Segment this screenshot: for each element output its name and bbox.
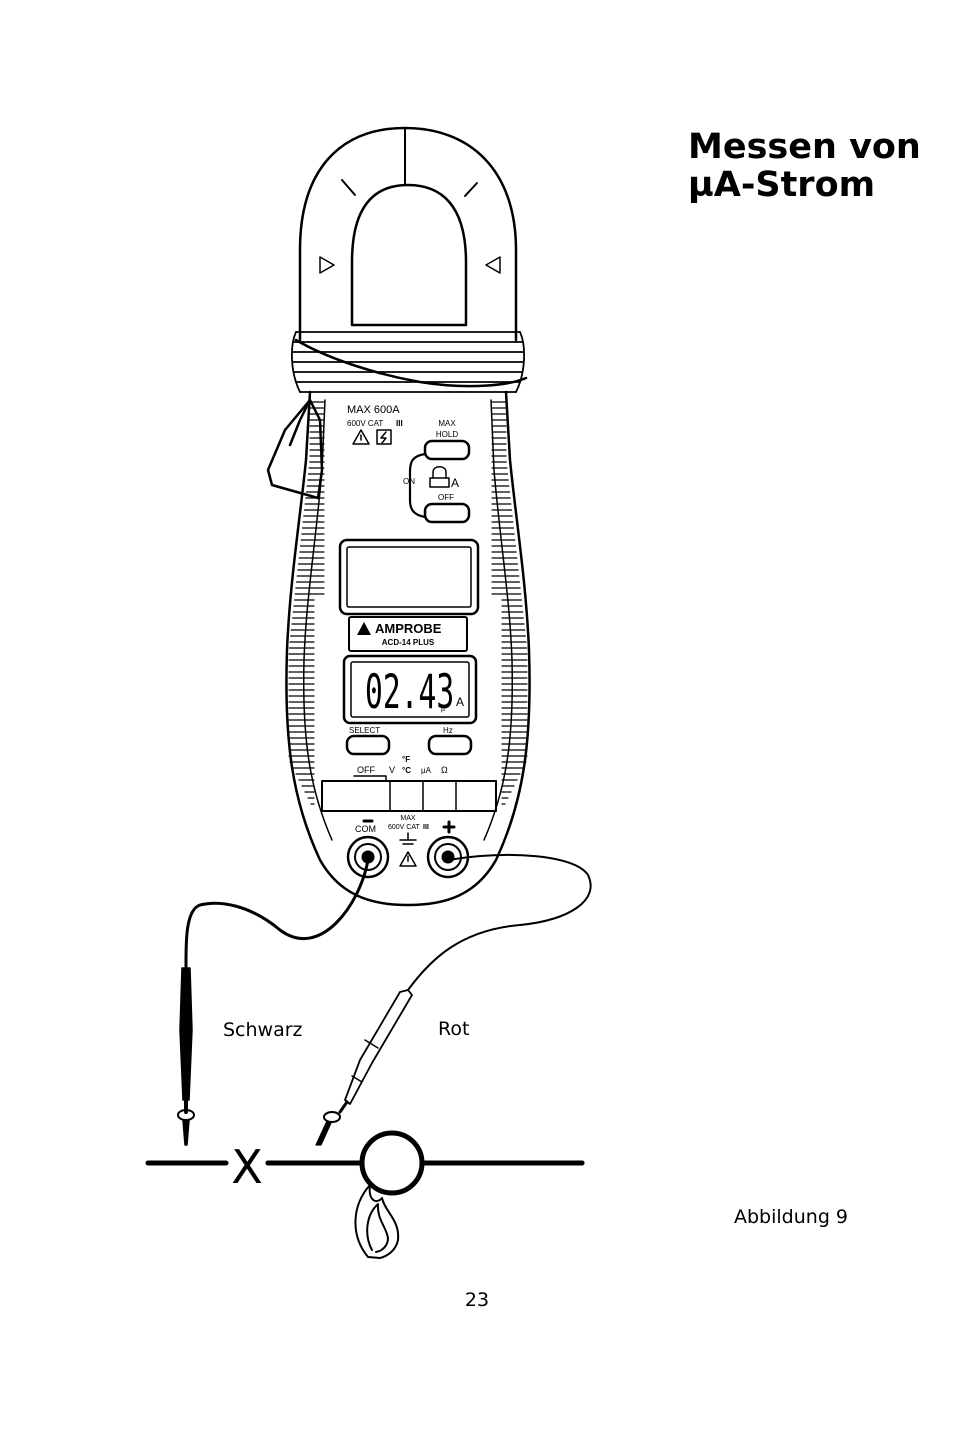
select-button[interactable] xyxy=(345,734,391,756)
black-lead-wire xyxy=(184,858,370,970)
dial-ua-label: µA xyxy=(421,766,432,775)
com-label: COM xyxy=(355,824,376,834)
title-line-2: µA-Strom xyxy=(688,165,876,205)
jack-cat-label: 600V CAT xyxy=(388,824,420,831)
brand-plate xyxy=(348,616,468,652)
red-probe-label: Rot xyxy=(438,1018,469,1040)
grip-ribs-right xyxy=(491,401,528,805)
amprobe-logo-icon xyxy=(357,622,371,635)
black-probe xyxy=(177,967,195,1146)
lock-unit-label: A xyxy=(451,476,459,490)
title-line-1: Messen von xyxy=(688,127,921,167)
max-hold-label-2: HOLD xyxy=(436,430,458,439)
lock-off-label: OFF xyxy=(438,493,454,502)
dial-ohm-label: Ω xyxy=(441,765,448,775)
red-lead-wire xyxy=(407,854,592,991)
max-hold-label-1: MAX xyxy=(438,419,456,428)
rotary-switch[interactable] xyxy=(321,780,497,812)
upper-window xyxy=(338,538,480,616)
dial-v-label: V xyxy=(389,765,395,775)
load-circle xyxy=(359,1130,425,1196)
page-title: Messen von µA-Strom xyxy=(688,128,938,204)
jaw-arrow-right-icon xyxy=(485,256,501,274)
circuit-break-mark: X xyxy=(231,1140,263,1194)
lcd-display xyxy=(342,654,478,725)
dial-off-label: OFF xyxy=(357,765,375,775)
dial-c-label: °C xyxy=(402,766,411,775)
jack-cat-level: III xyxy=(423,824,429,831)
plus-icon xyxy=(442,820,456,834)
page-number: 23 xyxy=(464,1289,490,1311)
circuit xyxy=(145,1130,585,1196)
lock-off-button[interactable] xyxy=(423,502,471,524)
red-probe xyxy=(315,989,413,1146)
lcd-reading: 02.43 xyxy=(365,665,454,720)
lock-icon xyxy=(429,466,450,488)
select-label: SELECT xyxy=(349,726,380,735)
com-jack[interactable] xyxy=(346,835,390,879)
grip-ribs-left xyxy=(288,401,325,805)
brand-name: AMPROBE xyxy=(375,621,442,636)
clamp-jaws xyxy=(298,126,518,342)
ground-icon xyxy=(399,832,417,845)
lock-on-label: ON xyxy=(403,477,415,486)
cat-rating: 600V CAT xyxy=(347,419,383,428)
warning-triangle-icon xyxy=(352,429,370,445)
model-name: ACD-14 PLUS xyxy=(382,638,435,647)
hz-label: Hz xyxy=(443,726,453,735)
max-rating: MAX 600A xyxy=(347,404,400,416)
jaw-arrow-left-icon xyxy=(319,256,335,274)
figure-caption: Abbildung 9 xyxy=(734,1206,849,1228)
lcd-unit: A xyxy=(456,695,464,709)
cat-level: III xyxy=(396,419,403,428)
black-probe-label: Schwarz xyxy=(223,1019,303,1041)
flame-icon xyxy=(354,1184,400,1259)
lcd-prefix: µ xyxy=(441,706,445,713)
dial-f-label: °F xyxy=(402,755,410,764)
jack-max-label: MAX xyxy=(400,815,416,822)
jaw-collar xyxy=(291,331,528,393)
jaw-trigger xyxy=(266,398,324,500)
hz-button[interactable] xyxy=(427,734,473,756)
double-insulation-icon xyxy=(376,429,392,445)
max-hold-button[interactable] xyxy=(423,439,471,461)
jack-warning-icon xyxy=(399,851,417,867)
